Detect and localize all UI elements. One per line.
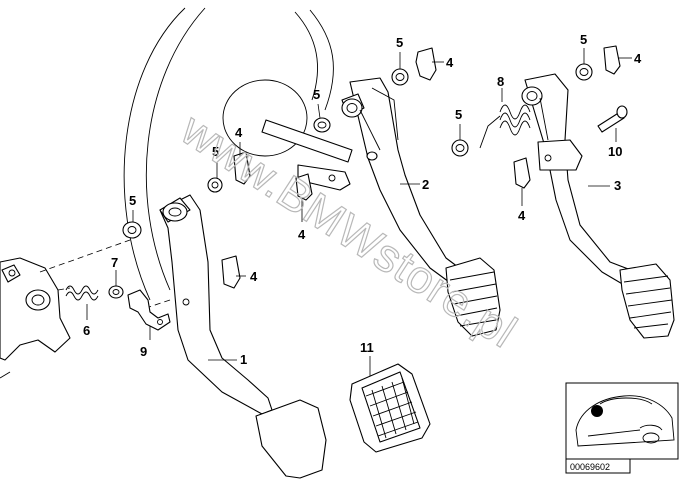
callout-4e: 4 [518, 208, 526, 223]
bushing-5c [313, 117, 331, 133]
bushing-7 [108, 285, 124, 299]
callout-4d: 4 [298, 227, 306, 242]
car-silhouette-icon [575, 395, 675, 447]
callout-5c: 5 [313, 87, 320, 102]
brake-pedal-3 [521, 73, 675, 339]
image-id-label: 00069602 [570, 462, 610, 472]
pedal-shaft [261, 119, 353, 191]
callout-5b: 5 [212, 144, 219, 159]
clips-4 [221, 45, 621, 289]
left-bracket [0, 257, 71, 379]
bushing-5e [451, 139, 469, 157]
callout-9: 9 [140, 344, 147, 359]
switch-bracket-9 [127, 289, 171, 331]
bushing-5b [207, 177, 223, 193]
bushings-5 [122, 63, 593, 239]
callout-2: 2 [422, 177, 429, 192]
watermark: www.BMWstore.pl [172, 102, 527, 358]
callout-6: 6 [83, 323, 90, 338]
clip-4b [603, 45, 621, 75]
callout-10: 10 [608, 144, 622, 159]
callout-4b: 4 [634, 51, 642, 66]
vehicle-locator-inset: 00069602 [565, 382, 679, 474]
bushing-5f [575, 63, 593, 81]
clip-4e [513, 157, 531, 189]
callout-11: 11 [360, 340, 374, 355]
clip-4f [221, 255, 241, 289]
clutch-pedal-1 [159, 194, 327, 479]
clip-4a [415, 47, 437, 81]
callout-4f: 4 [250, 269, 258, 284]
callout-4a: 4 [446, 55, 454, 70]
brake-pedal-2 [341, 77, 501, 337]
pedal-pad-11 [349, 363, 431, 453]
callout-4c: 4 [235, 125, 243, 140]
brake-booster-outline [123, 7, 334, 301]
torsion-spring-8 [479, 104, 531, 149]
callout-8: 8 [497, 74, 504, 89]
clip-4d [295, 173, 313, 201]
callout-7: 7 [111, 255, 118, 270]
callout-1: 1 [240, 352, 247, 367]
leader-lines [86, 48, 632, 376]
assembly-lines [39, 239, 171, 311]
clip-4c [233, 151, 251, 185]
callout-5f: 5 [580, 32, 587, 47]
return-spring-6 [65, 285, 99, 301]
callout-3: 3 [614, 178, 621, 193]
bolt-10 [597, 105, 628, 133]
callout-numbers: 1 2 3 4 4 4 4 4 4 5 5 5 5 5 5 6 7 8 9 10… [83, 32, 642, 367]
bushing-5a [122, 221, 142, 239]
callout-5a: 5 [129, 193, 136, 208]
callout-5d: 5 [396, 35, 403, 50]
bushing-5d [391, 68, 409, 86]
callout-5e: 5 [455, 107, 462, 122]
